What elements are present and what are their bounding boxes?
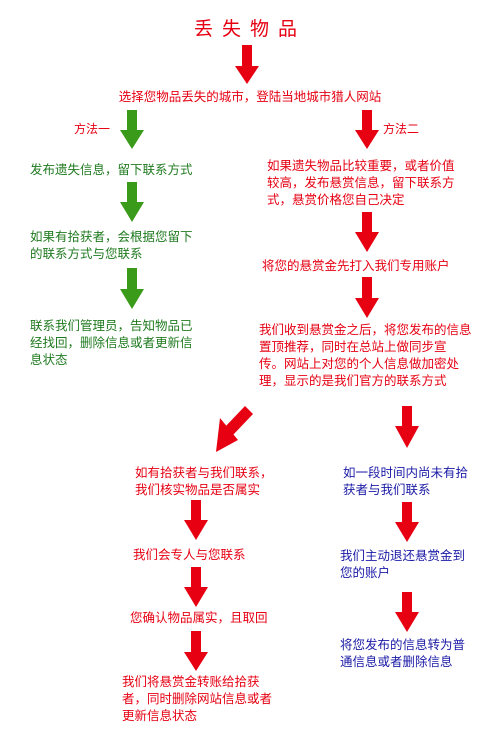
method2-step-2: 将您的悬赏金先打入我们专用账户 [262, 258, 450, 273]
arrow-m1-1 [120, 110, 144, 149]
intro-text: 选择您物品丢失的城市，登陆当地城市猎人网站 [118, 89, 382, 104]
not-found-step-3: 将您发布的信息转为普 通信息或者删除信息 [340, 637, 466, 669]
found-step-2: 我们会专人与您联系 [133, 547, 246, 562]
method1-step-2: 如果有拾获者，会根据您留下 的联系方式与您联系 [30, 229, 193, 261]
arrow-title-to-intro [235, 45, 259, 84]
method2-step-3: 我们收到悬赏金之后，将您发布的信息 置顶推荐，同时在总站上做同步宣 传。网站上对… [259, 322, 472, 388]
not-found-step-2: 我们主动退还悬赏金到 您的账户 [340, 548, 466, 580]
arrow-m2-1 [355, 110, 379, 149]
arrow-to-found-branch [216, 406, 253, 452]
arrow-not-found-2 [395, 592, 419, 632]
method1-step-3: 联系我们管理员，告知物品已 经找回，删除信息或者更新信 息状态 [30, 318, 193, 367]
arrow-not-found-1 [395, 502, 419, 542]
arrow-to-not-found-branch [395, 406, 419, 448]
diagram-title: 丢失物品 [193, 18, 306, 40]
method1-step-1: 发布遗失信息，留下联系方式 [30, 162, 193, 177]
not-found-step-1: 如一段时间内尚未有拾 获者与我们联系 [343, 465, 469, 497]
found-step-3: 您确认物品属实，且取回 [130, 610, 268, 625]
method2-label: 方法二 [383, 122, 420, 136]
arrow-found-1 [184, 500, 208, 540]
found-step-1: 如有拾获者与我们联系， 我们核实物品是否属实 [135, 465, 273, 497]
arrow-m1-3 [120, 268, 144, 309]
method2-step-1: 如果遗失物品比较重要，或者价值 较高，发布悬赏信息，留下联系方 式，悬赏价格您自… [267, 158, 455, 207]
arrow-m1-2 [120, 182, 144, 222]
arrow-found-3 [184, 631, 208, 671]
found-step-4: 我们将悬赏金转账给拾获 者，同时删除网站信息或者 更新信息状态 [122, 674, 273, 723]
arrow-m2-2 [355, 212, 379, 252]
arrow-found-2 [184, 567, 208, 607]
arrow-m2-3 [355, 277, 379, 318]
method1-label: 方法一 [74, 122, 111, 136]
